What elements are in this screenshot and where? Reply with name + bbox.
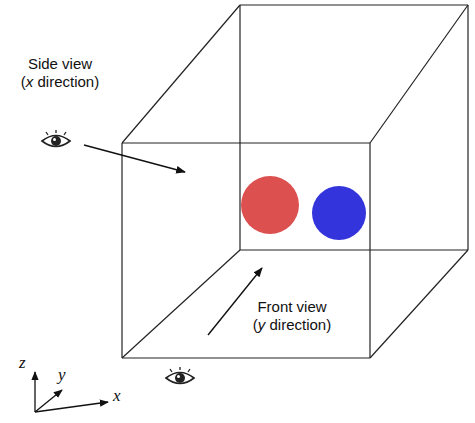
- view-arrow: [208, 268, 262, 335]
- red-particle: [241, 176, 299, 234]
- view-label: Side view (x direction): [8, 55, 112, 91]
- view-label: Front view (y direction): [236, 298, 348, 334]
- cube-wireframe: [122, 5, 468, 358]
- axis-label: x: [113, 387, 121, 405]
- axis-label: z: [19, 354, 26, 372]
- view-arrow: [84, 145, 185, 172]
- axis-label: y: [58, 366, 66, 384]
- axis-triad: [35, 372, 108, 412]
- eye-icon: [166, 367, 194, 384]
- blue-particle: [312, 186, 366, 240]
- eye-icon: [42, 130, 70, 147]
